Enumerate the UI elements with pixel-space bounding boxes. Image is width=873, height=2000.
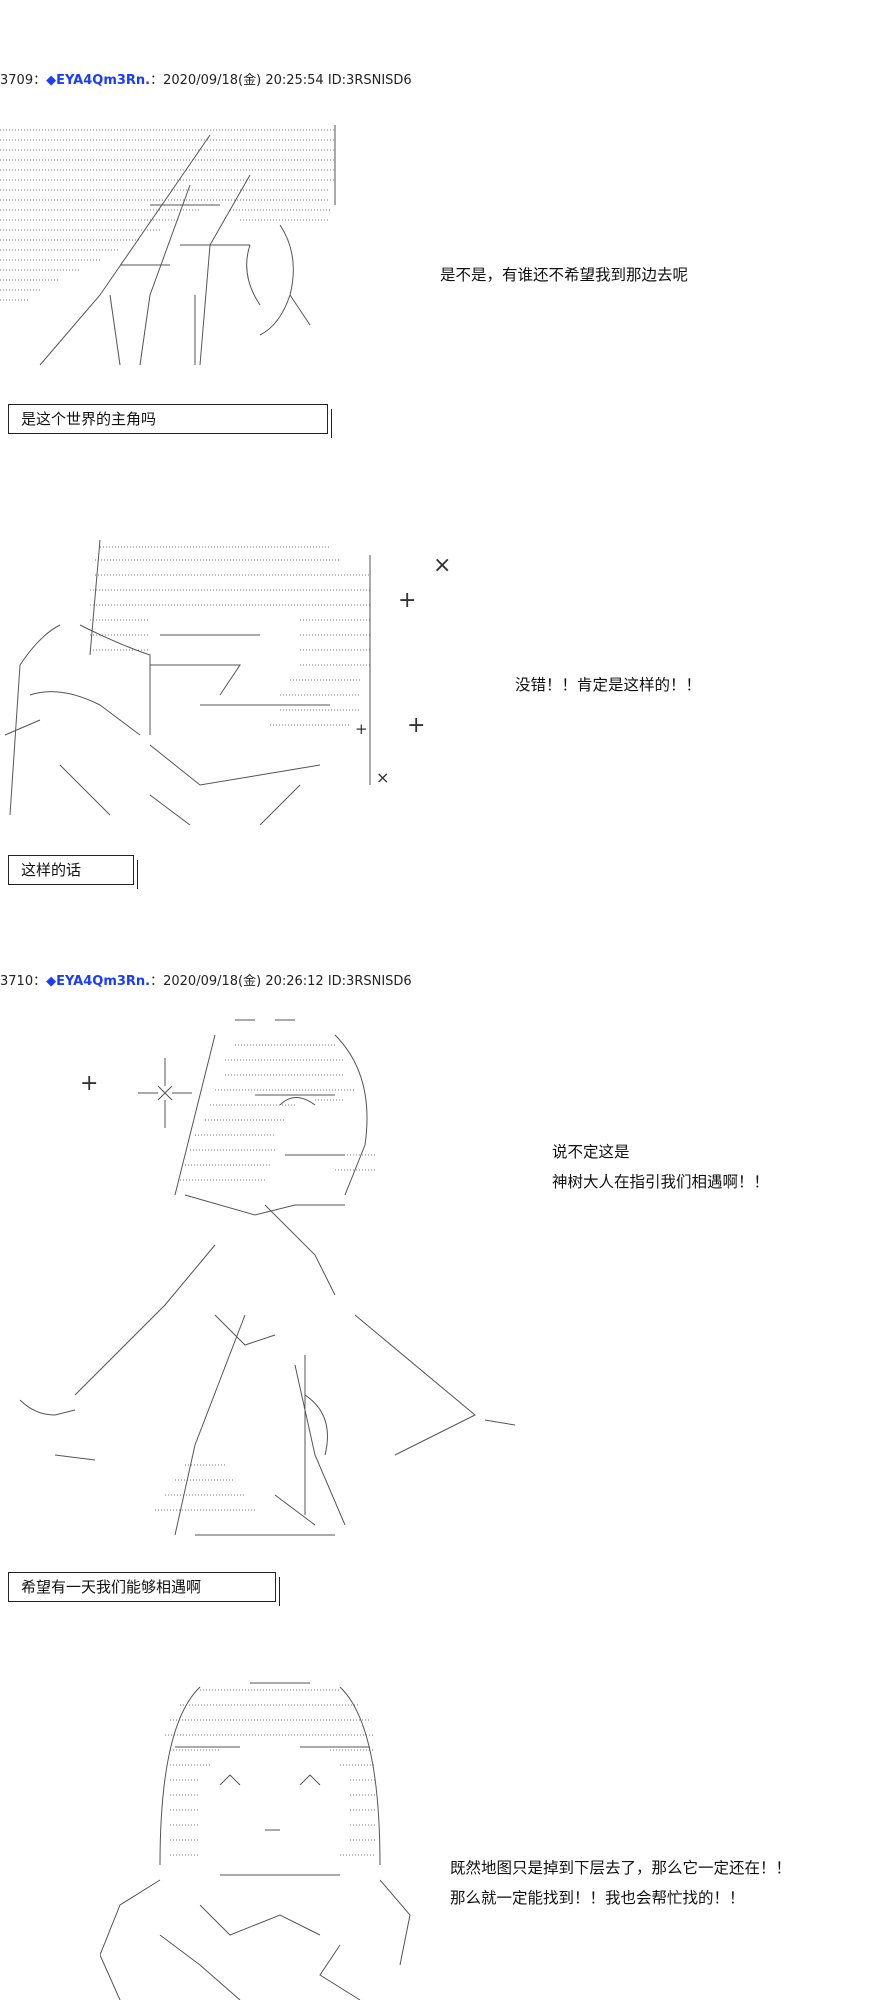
post-number: 3710	[0, 974, 34, 989]
dialog-panel-3: 说不定这是 神树大人在指引我们相遇啊！！	[552, 1137, 769, 1197]
caption-text: 是这个世界的主角吗	[21, 410, 157, 428]
sparkle-star-icon	[138, 1058, 193, 1128]
sparkle-x-icon: ×	[376, 768, 390, 787]
caption-text: 这样的话	[21, 861, 82, 879]
sparkle-plus-icon: +	[80, 1071, 99, 1096]
dialog-line: 没错！！肯定是这样的！！	[515, 676, 702, 694]
dialog-line: 既然地图只是掉到下层去了，那么它一定还在！！	[450, 1859, 792, 1877]
poster-trip[interactable]: ◆EYA4Qm3Rn.	[46, 73, 151, 88]
post-separator: ：	[33, 974, 47, 989]
poster-trip[interactable]: ◆EYA4Qm3Rn.	[46, 974, 151, 989]
sparkle-plus-icon: +	[355, 720, 368, 738]
post-separator: ：	[33, 73, 47, 88]
post-meta: ：2020/09/18(金) 20:26:12 ID:3RSNISD6	[150, 974, 412, 989]
dialog-line: 是不是，有谁还不希望我到那边去呢	[440, 266, 689, 284]
post-header-3710: 3710：◆EYA4Qm3Rn.：2020/09/18(金) 20:26:12 …	[0, 970, 412, 989]
caption-panel-1: 是这个世界的主角吗	[8, 404, 332, 438]
caption-panel-2: 这样的话	[8, 855, 138, 889]
ascii-art-panel-3	[15, 1015, 575, 1550]
dialog-line: 那么就一定能找到！！我也会帮忙找的！！	[450, 1889, 745, 1907]
caption-text: 希望有一天我们能够相遇啊	[21, 1578, 202, 1596]
ascii-art-panel-1	[0, 95, 345, 380]
dialog-panel-2: 没错！！肯定是这样的！！	[515, 670, 701, 700]
dialog-line: 神树大人在指引我们相遇啊！！	[552, 1173, 770, 1191]
post-meta: ：2020/09/18(金) 20:25:54 ID:3RSNISD6	[150, 73, 412, 88]
dialog-panel-1: 是不是，有谁还不希望我到那边去呢	[440, 260, 688, 290]
post-header-3709: 3709：◆EYA4Qm3Rn.：2020/09/18(金) 20:25:54 …	[0, 69, 412, 88]
caption-panel-3: 希望有一天我们能够相遇啊	[8, 1572, 280, 1606]
sparkle-plus-icon: +	[398, 588, 417, 613]
ascii-art-panel-4	[100, 1665, 430, 2000]
dialog-panel-4: 既然地图只是掉到下层去了，那么它一定还在！！ 那么就一定能找到！！我也会帮忙找的…	[450, 1853, 791, 1913]
post-number: 3709	[0, 73, 34, 88]
sparkle-plus-icon: +	[407, 713, 426, 738]
dialog-line: 说不定这是	[552, 1143, 630, 1161]
ascii-art-panel-2	[0, 535, 390, 825]
sparkle-x-icon: ×	[433, 553, 452, 578]
